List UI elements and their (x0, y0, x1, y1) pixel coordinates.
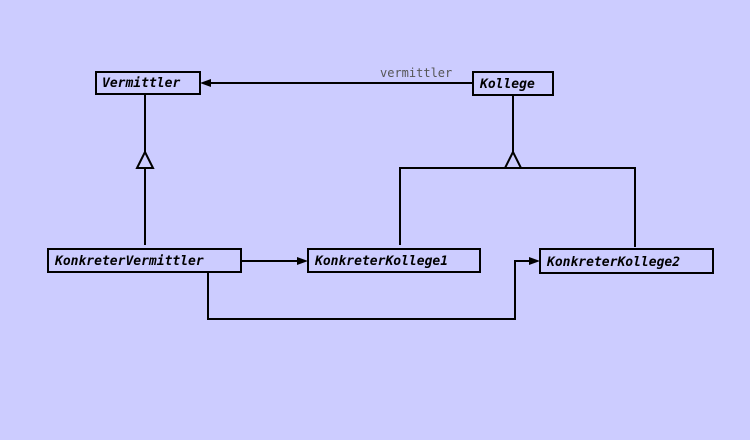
association-vermittler-kollege1 (241, 257, 308, 265)
class-konkreter-kollege1[interactable]: KonkreterKollege1 (307, 248, 481, 273)
inheritance-triangle (135, 149, 155, 169)
class-konkreter-vermittler[interactable]: KonkreterVermittler (47, 248, 242, 273)
inheritance-vermittler (135, 94, 155, 245)
inheritance-branch (399, 167, 636, 247)
class-name: Vermittler (102, 76, 180, 91)
class-box (539, 248, 714, 274)
class-name: KonkreterVermittler (54, 254, 204, 269)
association-line (207, 260, 530, 320)
association-arrowhead (529, 257, 540, 265)
class-vermittler[interactable]: Vermittler (95, 71, 201, 95)
association-arrowhead (297, 257, 308, 265)
association-arrowhead (200, 79, 211, 87)
class-name: KonkreterKollege2 (546, 255, 680, 270)
association-vermittler-kollege2 (207, 257, 540, 320)
class-name: Kollege (479, 77, 535, 92)
class-kollege[interactable]: Kollege (472, 71, 554, 96)
class-box (307, 248, 481, 273)
class-box (95, 71, 201, 95)
class-box (472, 71, 554, 96)
inheritance-kollege (399, 95, 636, 247)
inheritance-triangle (503, 149, 523, 169)
class-name: KonkreterKollege1 (314, 254, 448, 269)
association-kollege-vermittler: vermittler (200, 66, 472, 87)
class-konkreter-kollege2[interactable]: KonkreterKollege2 (539, 248, 714, 274)
association-role-label: vermittler (380, 66, 452, 80)
class-box (47, 248, 242, 273)
